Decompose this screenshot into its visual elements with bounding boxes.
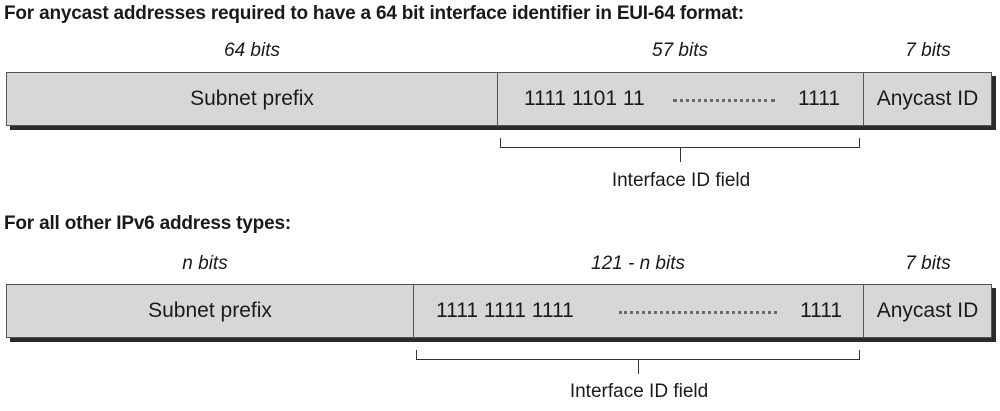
- diagram1-interface-id-field-label: Interface ID field: [611, 170, 751, 191]
- diagram2-bracket-stem: [638, 360, 639, 374]
- diagram1-prefix-bits-label: 64 bits: [224, 40, 280, 61]
- diagram2-iid-bits-label: 121 - n bits: [591, 253, 685, 274]
- diagram1-anycast-id-label: Anycast ID: [876, 87, 979, 110]
- diagram1-interface-id-bracket: [500, 138, 860, 148]
- diagram1-heading: For anycast addresses required to have a…: [4, 3, 744, 24]
- diagram1-interface-id-segment: 1111 1101 11 1111: [497, 73, 863, 125]
- diagram1-anycast-id-segment: Anycast ID: [863, 73, 991, 125]
- diagram2-anycast-id-segment: Anycast ID: [863, 285, 991, 337]
- diagram2-interface-id-prefix-bits: 1111 1111 1111: [436, 299, 574, 322]
- diagram2-interface-id-bracket: [416, 350, 860, 360]
- diagram1-address-bar: Subnet prefix 1111 1101 11 1111 Anycast …: [6, 72, 992, 126]
- diagram2-anycast-id-label: Anycast ID: [876, 299, 979, 322]
- diagram2-ellipsis-dots: [619, 311, 777, 314]
- diagram1-interface-id-suffix-bits: 1111: [798, 87, 841, 110]
- diagram2-subnet-prefix-segment: Subnet prefix: [7, 285, 413, 337]
- diagram2-interface-id-field-label: Interface ID field: [569, 381, 709, 402]
- diagram2-subnet-prefix-label: Subnet prefix: [148, 299, 272, 322]
- diagram2-prefix-bits-label: n bits: [182, 253, 228, 274]
- diagram1-interface-id-prefix-bits: 1111 1101 11: [524, 87, 645, 110]
- diagram1-ellipsis-dots: [673, 99, 775, 102]
- diagram1-iid-bits-label: 57 bits: [652, 40, 708, 61]
- diagram2-heading: For all other IPv6 address types:: [4, 213, 291, 234]
- diagram2-anycast-bits-label: 7 bits: [905, 253, 951, 274]
- diagram2-interface-id-segment: 1111 1111 1111 1111: [413, 285, 863, 337]
- diagram2-interface-id-suffix-bits: 1111: [800, 299, 843, 322]
- diagram1-subnet-prefix-segment: Subnet prefix: [7, 73, 497, 125]
- diagram1-bracket-stem: [680, 148, 681, 162]
- diagram1-subnet-prefix-label: Subnet prefix: [190, 87, 314, 110]
- diagram2-address-bar: Subnet prefix 1111 1111 1111 1111 Anycas…: [6, 284, 992, 338]
- diagram1-anycast-bits-label: 7 bits: [905, 40, 951, 61]
